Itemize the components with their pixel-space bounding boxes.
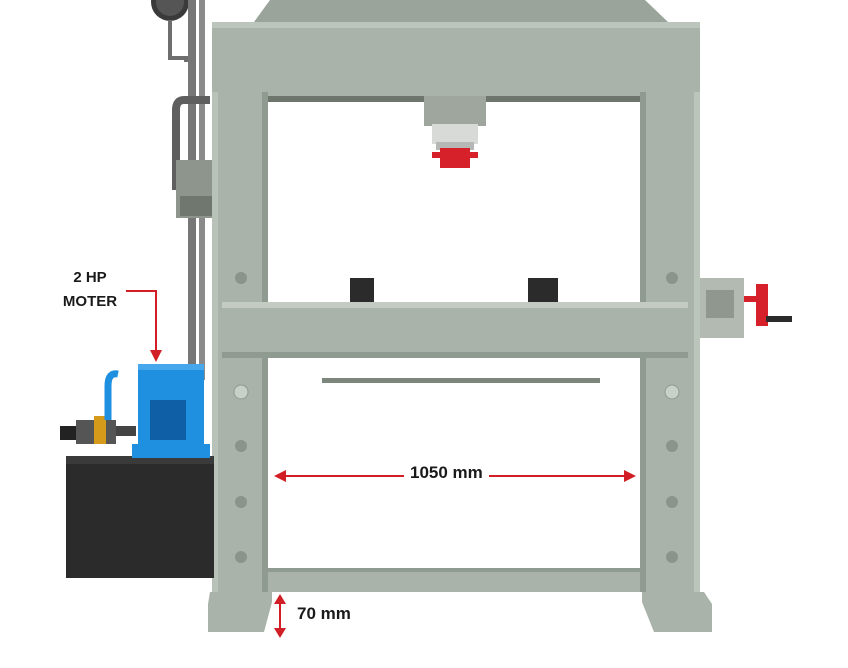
bed-lift-winch — [700, 278, 792, 338]
electric-motor — [132, 364, 210, 458]
frame-width-label: 1050 mm — [404, 463, 489, 483]
oil-tank — [66, 456, 214, 578]
press-crown — [212, 0, 700, 96]
working-table — [222, 302, 688, 400]
motor-label-line2: MOTER — [62, 293, 118, 310]
motor-label-line1: 2 HP — [73, 269, 107, 286]
press-base — [208, 568, 712, 632]
hydraulic-pipes — [172, 0, 216, 380]
bolster-block-right — [528, 278, 558, 302]
pressure-gauge — [151, 0, 189, 62]
valve-assembly — [60, 370, 136, 444]
motor-label: 2 HP MOTER — [40, 266, 140, 314]
bolster-block-left — [350, 278, 374, 302]
bed-gap-label: 70 mm — [297, 604, 351, 623]
hydraulic-ram — [424, 96, 486, 168]
gap-dimension-arrow — [274, 594, 286, 638]
motor-callout-arrow — [126, 290, 162, 362]
